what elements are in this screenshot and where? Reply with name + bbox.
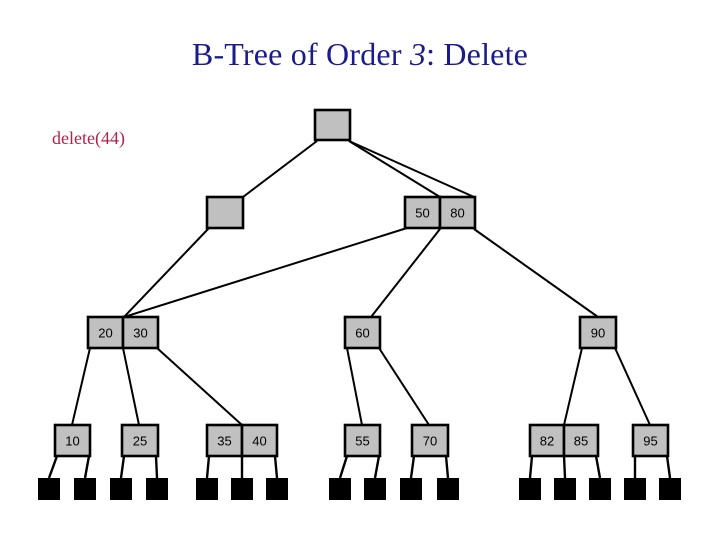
- tree-edge: [378, 347, 430, 426]
- null-pointer-box: [196, 478, 218, 500]
- btree-node-cell[interactable]: [438, 195, 477, 230]
- btree-node-cell[interactable]: [403, 195, 442, 230]
- btree-node[interactable]: 55: [343, 423, 382, 458]
- tree-edge: [563, 347, 583, 426]
- btree-node-cell[interactable]: [53, 423, 92, 458]
- btree-node-cell[interactable]: [313, 108, 352, 142]
- tree-edge: [123, 227, 210, 318]
- leaf-null-stem: [373, 455, 381, 479]
- operation-label: delete(44): [52, 128, 125, 148]
- null-pointer-box: [624, 478, 646, 500]
- btree-node-cell[interactable]: [631, 423, 670, 458]
- tree-edge: [473, 228, 599, 318]
- null-pointer-box: [266, 478, 288, 500]
- btree-node-cell[interactable]: [410, 423, 450, 458]
- tree-edge: [122, 347, 140, 426]
- leaf-null-stem: [528, 455, 534, 479]
- leaf-null-stem: [444, 455, 450, 479]
- tree-edge: [614, 347, 651, 426]
- leaf-null-stem: [205, 455, 211, 479]
- leaf-null-stem: [273, 455, 279, 479]
- leaf-null-stem: [154, 455, 159, 479]
- btree-key-label: 20: [98, 326, 112, 341]
- btree-node[interactable]: 60: [343, 315, 382, 350]
- edge-layer: [71, 140, 651, 426]
- null-pointer-box: [554, 478, 576, 500]
- tree-edge: [242, 140, 318, 198]
- null-pointer-box: [231, 478, 253, 500]
- btree-node[interactable]: [313, 108, 352, 142]
- null-pointer-box: [519, 478, 541, 500]
- null-pointer-box: [110, 478, 132, 500]
- btree-node-cell[interactable]: [205, 195, 245, 230]
- leaf-null-stem: [119, 455, 126, 479]
- btree-key-label: 40: [252, 434, 266, 449]
- null-pointer-box: [659, 478, 681, 500]
- null-pointer-box: [364, 478, 386, 500]
- tree-edge: [348, 140, 475, 198]
- btree-node-cell[interactable]: [86, 315, 125, 350]
- tree-edge: [156, 347, 243, 426]
- btree-node[interactable]: 50 80: [403, 195, 477, 230]
- leaf-null-stem: [409, 455, 416, 479]
- title-order-value: 3: [409, 36, 427, 72]
- title-prefix: B-Tree of Order: [191, 36, 410, 72]
- leaf-pointer-stem-layer: [47, 455, 672, 479]
- leaf-null-stem: [47, 455, 59, 479]
- leaf-null-stem: [594, 455, 602, 479]
- btree-key-label: 25: [133, 434, 147, 449]
- leaf-null-stem: [665, 455, 672, 479]
- tree-edge: [370, 228, 441, 318]
- leaf-null-stem: [562, 455, 567, 479]
- null-pointer-box: [437, 478, 459, 500]
- tree-edge: [71, 347, 91, 426]
- tree-edge: [346, 347, 363, 426]
- leaf-null-stem: [338, 455, 349, 479]
- btree-node[interactable]: [205, 195, 245, 230]
- btree-node-cell[interactable]: [343, 315, 382, 350]
- null-pointer-layer: [38, 478, 681, 500]
- btree-node-cell[interactable]: [240, 423, 279, 458]
- btree-node[interactable]: 70: [410, 423, 450, 458]
- btree-key-label: 82: [540, 434, 554, 449]
- null-pointer-box: [74, 478, 96, 500]
- btree-key-label: 35: [217, 434, 231, 449]
- btree-node[interactable]: 25: [120, 423, 160, 458]
- btree-key-label: 80: [450, 206, 464, 221]
- btree-key-label: 55: [355, 434, 369, 449]
- btree-node-cell[interactable]: [205, 423, 244, 458]
- null-pointer-box: [329, 478, 351, 500]
- btree-node[interactable]: 10: [53, 423, 92, 458]
- page-title: B-Tree of Order 3: Delete: [0, 36, 720, 73]
- null-pointer-box: [38, 478, 60, 500]
- btree-node-cell[interactable]: [121, 315, 160, 350]
- btree-node-cell[interactable]: [562, 423, 600, 458]
- btree-key-label: 95: [643, 434, 657, 449]
- btree-key-label: 85: [574, 434, 588, 449]
- btree-node[interactable]: 35 40: [205, 423, 279, 458]
- leaf-null-stem: [83, 455, 91, 479]
- btree-key-label: 90: [591, 326, 605, 341]
- btree-key-label: 10: [65, 434, 79, 449]
- null-pointer-box: [400, 478, 422, 500]
- btree-node[interactable]: 90: [578, 315, 618, 350]
- btree-node-cell[interactable]: [343, 423, 382, 458]
- null-pointer-box: [589, 478, 611, 500]
- tree-edge: [348, 140, 441, 198]
- title-suffix: : Delete: [426, 36, 529, 72]
- btree-node-cell[interactable]: [578, 315, 618, 350]
- btree-node-cell[interactable]: [120, 423, 160, 458]
- btree-key-label: 60: [355, 326, 369, 341]
- btree-node[interactable]: 82 85: [528, 423, 600, 458]
- btree-key-label: 50: [415, 206, 429, 221]
- null-pointer-box: [146, 478, 168, 500]
- tree-edge: [123, 227, 408, 318]
- btree-key-label: 70: [423, 434, 437, 449]
- btree-node[interactable]: 95: [631, 423, 670, 458]
- btree-key-label: 30: [133, 326, 147, 341]
